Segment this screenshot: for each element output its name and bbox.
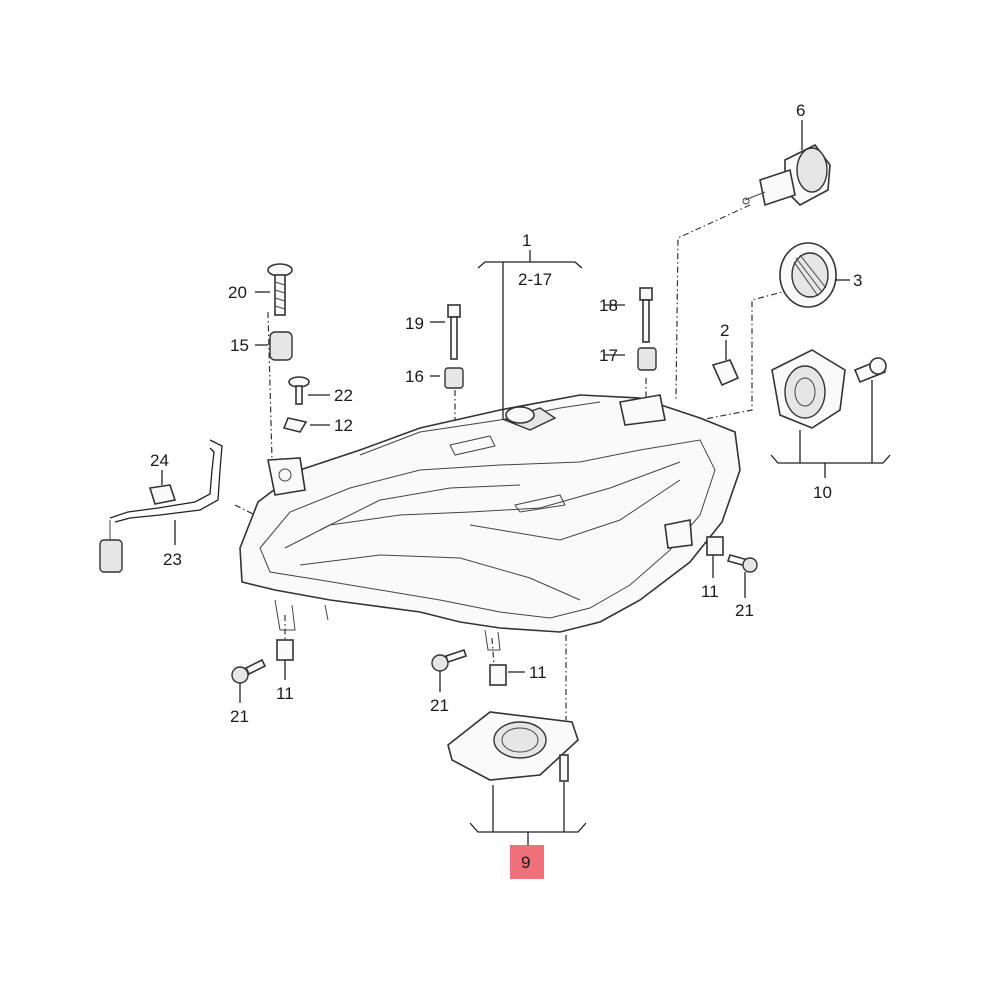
nut-part-17: [637, 347, 657, 371]
headlight-housing: [239, 394, 741, 651]
grommet-part-15: [269, 331, 293, 361]
bolt-part-20: [267, 263, 293, 316]
part-labels: 6 1 2-17 3 2 10 18 17 19 16 20 15 22 12 …: [150, 101, 862, 872]
screw-part-21-right: [726, 554, 758, 573]
hose-part-23: [99, 439, 223, 573]
label-12[interactable]: 12: [334, 416, 353, 435]
label-11-center[interactable]: 11: [529, 663, 547, 682]
cap-part-3: [779, 242, 837, 308]
label-24[interactable]: 24: [150, 451, 169, 470]
clip-part-24: [148, 484, 177, 505]
label-21-left[interactable]: 21: [230, 707, 249, 726]
clip-part-2: [711, 359, 740, 387]
label-2[interactable]: 2: [720, 321, 729, 340]
label-15[interactable]: 15: [230, 336, 249, 355]
label-10[interactable]: 10: [813, 483, 832, 502]
callout-lines: [161, 120, 891, 845]
nut-part-16: [444, 367, 464, 389]
clip-part-12: [282, 417, 308, 433]
bolt-part-18: [639, 287, 653, 343]
highlight-box-9: [510, 845, 544, 879]
label-3[interactable]: 3: [853, 271, 862, 290]
label-9[interactable]: 9: [521, 853, 530, 872]
screw-part-21-center: [431, 648, 468, 672]
label-21-center[interactable]: 21: [430, 696, 449, 715]
label-16[interactable]: 16: [405, 367, 424, 386]
label-20[interactable]: 20: [228, 283, 247, 302]
label-11-left[interactable]: 11: [276, 684, 294, 703]
label-6[interactable]: 6: [796, 101, 805, 120]
label-23[interactable]: 23: [163, 550, 182, 569]
screw-part-21-left: [231, 658, 267, 684]
label-11-right[interactable]: 11: [701, 582, 719, 601]
label-19[interactable]: 19: [405, 314, 424, 333]
bolt-part-19: [447, 304, 461, 360]
label-21-right[interactable]: 21: [735, 601, 754, 620]
clip-part-11-right: [706, 536, 724, 556]
clip-part-11-left: [276, 639, 294, 661]
label-1[interactable]: 1: [522, 231, 531, 250]
control-unit-part-9: [447, 711, 579, 782]
clip-part-11-center: [489, 664, 507, 686]
label-22[interactable]: 22: [334, 386, 353, 405]
label-17[interactable]: 17: [599, 346, 618, 365]
label-1-range: 2-17: [518, 270, 552, 289]
label-18[interactable]: 18: [599, 296, 618, 315]
module-part-10: [771, 349, 887, 429]
bulb-part-6: [742, 143, 831, 207]
screw-part-22: [288, 376, 310, 405]
